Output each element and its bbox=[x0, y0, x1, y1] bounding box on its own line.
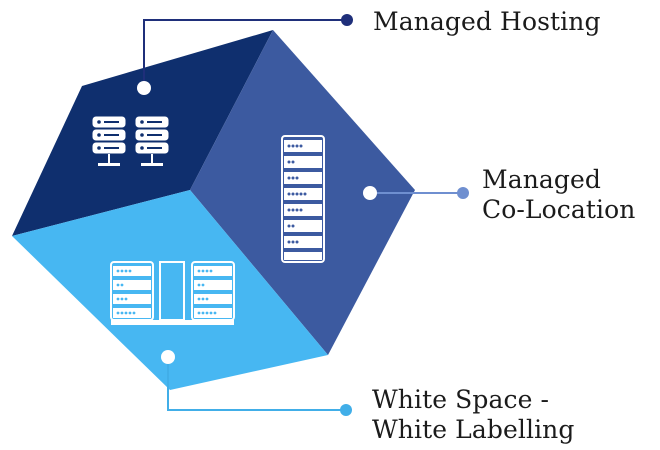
managed-hosting-label: Managed Hosting bbox=[373, 7, 601, 37]
connector-hosting bbox=[143, 19, 347, 88]
bottom-face bbox=[12, 190, 328, 390]
server-rack-icon bbox=[281, 135, 325, 263]
managed-hosting-text: Managed Hosting bbox=[373, 7, 601, 36]
managed-colocation-label: Managed Co-Location bbox=[482, 165, 635, 225]
connector-whitespace bbox=[167, 357, 346, 411]
connector-whitespace-start-dot bbox=[161, 350, 175, 364]
white-space-label: White Space - White Labelling bbox=[372, 385, 574, 445]
connector-hosting-start-dot bbox=[137, 81, 151, 95]
connector-colocation-start-dot bbox=[363, 186, 377, 200]
white-space-line2: White Labelling bbox=[372, 415, 575, 444]
managed-colocation-line2: Co-Location bbox=[482, 195, 636, 224]
server-pair-indicators bbox=[97, 120, 162, 150]
data-center-icon bbox=[110, 261, 235, 325]
white-space-line1: White Space - bbox=[372, 385, 550, 414]
server-pair-icon bbox=[92, 116, 169, 166]
connector-whitespace-end-dot bbox=[340, 404, 352, 416]
connector-colocation-end-dot bbox=[457, 187, 469, 199]
connector-hosting-end-dot bbox=[341, 14, 353, 26]
managed-colocation-line1: Managed bbox=[482, 165, 602, 194]
